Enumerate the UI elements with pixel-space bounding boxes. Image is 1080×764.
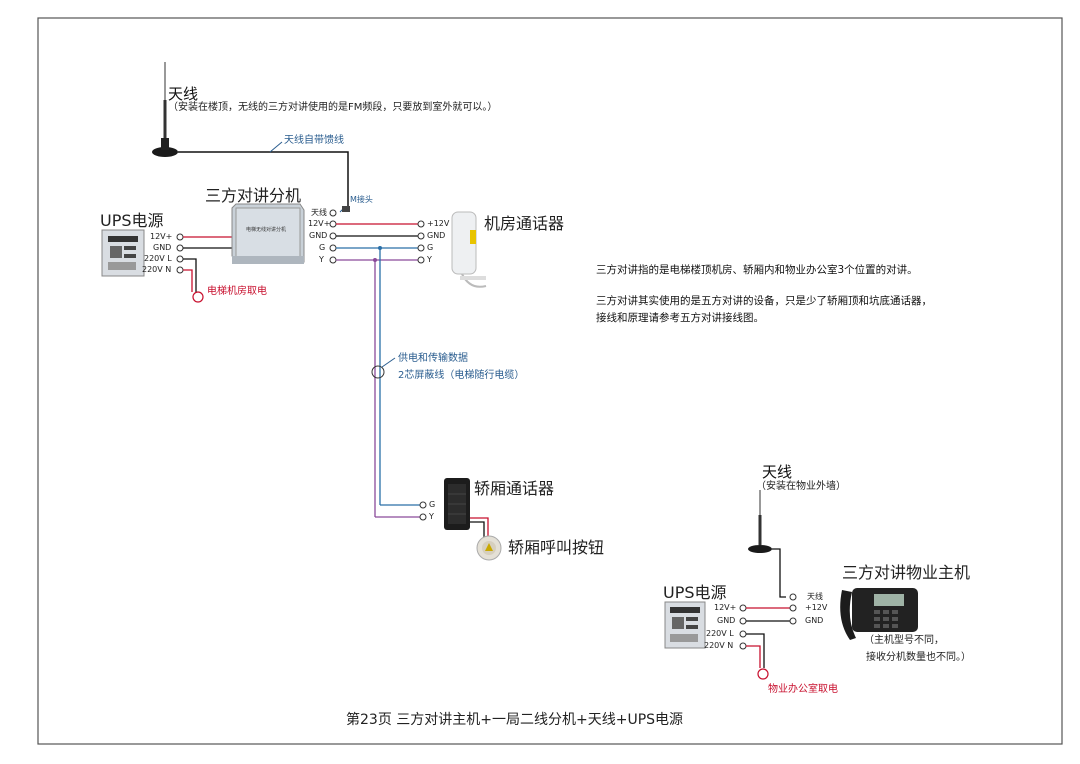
- splitter-terminal-3: G: [319, 243, 326, 252]
- host-terminal-0: 天线: [807, 592, 823, 601]
- host-title: 三方对讲物业主机: [842, 563, 971, 582]
- machine-room-phone-device: [451, 211, 487, 288]
- feeder-label-leader: [269, 141, 283, 153]
- ups-bottom-terminal-1: GND: [717, 616, 736, 625]
- ups-bottom-terminal-2: 220V L: [706, 629, 734, 638]
- host-terminal-2: GND: [805, 616, 824, 625]
- antenna-bottom-icon: [748, 490, 772, 553]
- antenna-top-note: （安装在楼顶，无线的三方对讲使用的是FM频段，只要放到室外就可以。）: [168, 102, 498, 113]
- ups-top-device: [101, 229, 145, 277]
- splitter-terminal-2: GND: [309, 231, 328, 240]
- splitter-terminals: [329, 209, 337, 264]
- machine-room-phone-title: 机房通话器: [484, 214, 565, 233]
- ups-top-terminal-1: GND: [153, 243, 172, 252]
- ups-bottom-device: [664, 601, 706, 649]
- machine-room-terminal-1: GND: [427, 231, 446, 240]
- feeder-cable: [178, 151, 349, 206]
- cable-label-line1: 供电和传输数据: [398, 353, 468, 364]
- splitter-title: 三方对讲分机: [205, 186, 302, 205]
- ups-top-terminal-3: 220V N: [142, 265, 172, 274]
- antenna-bottom-label: 天线: [762, 463, 793, 481]
- antenna-top-label: 天线: [168, 85, 199, 103]
- ups-bottom-power-note: 物业办公室取电: [768, 684, 838, 695]
- antenna-top-icon: [152, 62, 178, 157]
- call-button-title: 轿厢呼叫按钮: [508, 538, 605, 557]
- car-phone-terminal-1: Y: [429, 512, 434, 521]
- host-terminal-1: +12V: [805, 603, 828, 612]
- machine-room-terminal-0: +12V: [427, 219, 450, 228]
- ups-bottom-terminal-3: 220V N: [704, 641, 734, 650]
- ups-top-terminal-2: 220V L: [144, 254, 172, 263]
- ups-bottom-title: UPS电源: [663, 583, 727, 602]
- splitter-device-text: 电梯无线对讲分机: [246, 227, 287, 233]
- host-note-1: （主机型号不同，: [864, 635, 944, 646]
- m-connector: [342, 206, 350, 212]
- ups-bottom-terminals: [739, 604, 747, 650]
- ups-top-terminal-0: 12V+: [150, 232, 173, 241]
- host-antenna-cable: [772, 548, 786, 598]
- splitter-terminal-4: Y: [319, 255, 324, 264]
- car-phone-terminal-0: G: [429, 500, 436, 509]
- page-border: [37, 17, 1063, 745]
- car-phone-terminals: [419, 501, 427, 521]
- feeder-label: 天线自带馈线: [284, 135, 344, 146]
- call-button-device: [476, 535, 502, 561]
- power-source-bottom: [757, 668, 769, 680]
- machine-room-terminal-3: Y: [427, 255, 432, 264]
- machine-room-terminals: [417, 220, 425, 264]
- ups-top-title: UPS电源: [100, 211, 164, 230]
- page-caption: 第23页 三方对讲主机+一局二线分机+天线+UPS电源: [346, 712, 684, 728]
- description-line2: 三方对讲其实使用的是五方对讲的设备，只是少了轿厢顶和坑底通话器，: [596, 295, 932, 307]
- cable-bundle-marker: [371, 365, 385, 379]
- ups-top-terminals: [176, 233, 184, 274]
- splitter-device: [231, 203, 305, 264]
- splitter-terminal-1: 12V+: [308, 219, 331, 228]
- m-connector-label: M接头: [350, 195, 373, 204]
- ups-top-power-note: 电梯机房取电: [207, 286, 267, 297]
- description-line1: 三方对讲指的是电梯楼顶机房、轿厢内和物业办公室3个位置的对讲。: [596, 264, 918, 276]
- host-terminals: [789, 593, 797, 625]
- antenna-bottom-note: （安装在物业外墙）: [756, 481, 846, 492]
- ups-bottom-terminal-0: 12V+: [714, 603, 737, 612]
- splitter-terminal-0: 天线: [311, 208, 327, 217]
- car-phone-title: 轿厢通话器: [474, 479, 555, 498]
- host-note-2: 接收分机数量也不同。）: [866, 652, 971, 663]
- host-phone-device: [840, 588, 918, 640]
- description-line3: 接线和原理请参考五方对讲接线图。: [596, 312, 764, 324]
- car-phone-device: [444, 478, 470, 530]
- machine-room-terminal-2: G: [427, 243, 434, 252]
- power-source-top: [192, 291, 204, 303]
- cable-label-line2: 2芯屏蔽线（电梯随行电缆）: [398, 370, 525, 381]
